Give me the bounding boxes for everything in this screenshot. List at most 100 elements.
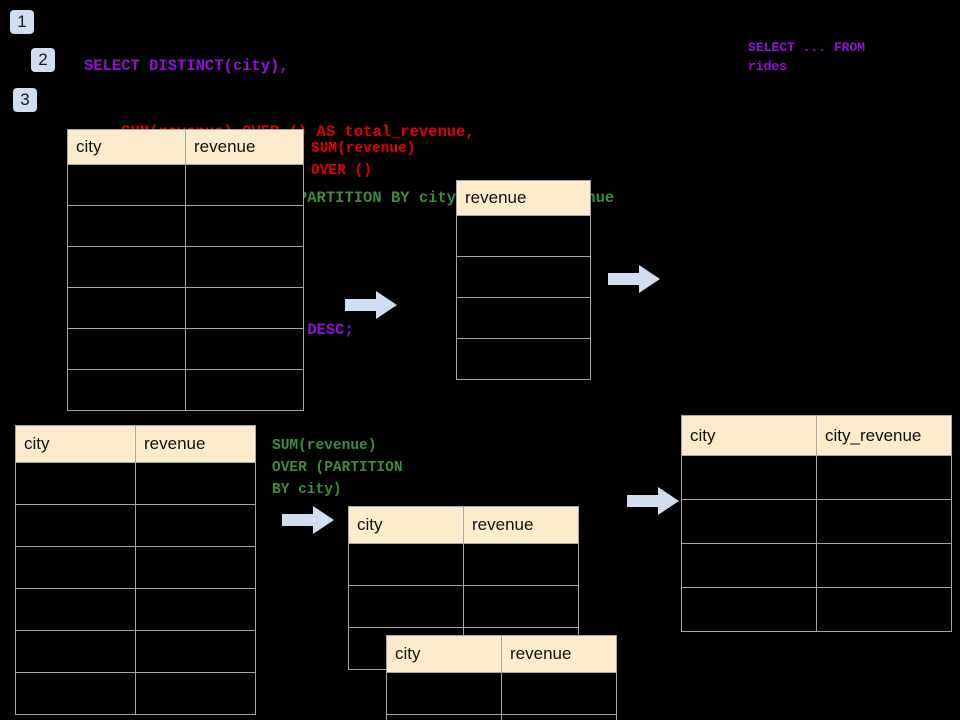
table-row (681, 455, 952, 500)
step-badge-1: 1 (10, 10, 34, 34)
table-row (681, 587, 952, 632)
column-header-city-revenue: city_revenue (816, 415, 952, 456)
column-header-city: city (67, 129, 186, 165)
table-cell (816, 455, 952, 500)
table-row (348, 585, 579, 628)
column-header-revenue: revenue (135, 425, 256, 463)
table-row (456, 338, 591, 380)
table-row (15, 546, 256, 589)
table-cell (456, 256, 591, 298)
table-header-row: city revenue (348, 506, 579, 544)
column-header-revenue: revenue (501, 635, 617, 673)
annotation-sum-over-empty: SUM(revenue) OVER () (311, 141, 416, 179)
table-cell (816, 499, 952, 544)
table-cell (135, 462, 256, 505)
table-header-row: city city_revenue (681, 415, 952, 456)
step-badge-3: 3 (13, 88, 37, 112)
table-row (348, 543, 579, 586)
table-cell (67, 328, 186, 370)
table-header-row: city revenue (15, 425, 256, 463)
table-cell (456, 297, 591, 339)
table-cell (135, 546, 256, 589)
table-cell (135, 504, 256, 547)
table-cell (185, 205, 304, 247)
table-cell (15, 546, 136, 589)
table-row (681, 499, 952, 544)
table-rides-source-bottom: city revenue (15, 425, 256, 715)
table-cell (501, 714, 617, 720)
table-cell (681, 455, 817, 500)
table-cell (15, 462, 136, 505)
table-cell (15, 630, 136, 673)
arrow-top-1 (345, 290, 397, 320)
column-header-revenue: revenue (463, 506, 579, 544)
table-row (15, 504, 256, 547)
table-row (15, 630, 256, 673)
column-header-revenue: revenue (456, 180, 591, 216)
table-header-row: revenue (456, 180, 591, 216)
annotation-sum-over-partition: SUM(revenue) OVER (PARTITION BY city) (272, 438, 403, 498)
table-cell (135, 630, 256, 673)
table-final-result: city city_revenue (681, 415, 952, 632)
table-cell (67, 369, 186, 411)
annotation-select-from: SELECT ... FROM rides (748, 40, 866, 74)
table-header-row: city revenue (386, 635, 617, 673)
table-cell (185, 369, 304, 411)
table-cell (681, 499, 817, 544)
arrow-bottom-1 (282, 505, 334, 535)
table-header-row: city revenue (67, 129, 304, 165)
table-partition-back: city revenue (348, 506, 579, 670)
table-row (456, 256, 591, 298)
table-row (67, 164, 304, 206)
table-row (67, 205, 304, 247)
table-cell (67, 287, 186, 329)
table-row (386, 714, 617, 720)
table-cell (67, 164, 186, 206)
table-row (386, 672, 617, 715)
table-cell (816, 587, 952, 632)
table-cell (501, 672, 617, 715)
table-partition-front: city revenue (386, 635, 617, 720)
table-cell (681, 587, 817, 632)
table-row (15, 462, 256, 505)
table-cell (185, 328, 304, 370)
table-cell (816, 543, 952, 588)
table-row (67, 246, 304, 288)
arrow-bottom-2 (627, 486, 679, 516)
column-header-city: city (348, 506, 464, 544)
table-cell (348, 585, 464, 628)
table-total-revenue: revenue (456, 180, 591, 380)
table-cell (456, 338, 591, 380)
table-row (681, 543, 952, 588)
column-header-city: city (681, 415, 817, 456)
table-cell (67, 246, 186, 288)
table-row (67, 369, 304, 411)
table-cell (463, 585, 579, 628)
table-cell (386, 672, 502, 715)
sql-line-select: SELECT DISTINCT(city), (84, 57, 289, 75)
step-badge-2: 2 (31, 48, 55, 72)
table-row (67, 287, 304, 329)
table-row (15, 672, 256, 715)
table-cell (463, 543, 579, 586)
table-cell (15, 672, 136, 715)
table-cell (185, 164, 304, 206)
table-cell (681, 543, 817, 588)
table-row (456, 215, 591, 257)
table-cell (185, 287, 304, 329)
column-header-city: city (15, 425, 136, 463)
table-cell (135, 588, 256, 631)
table-cell (67, 205, 186, 247)
table-cell (15, 504, 136, 547)
table-cell (348, 543, 464, 586)
arrow-top-2 (608, 264, 660, 294)
column-header-revenue: revenue (185, 129, 304, 165)
table-cell (386, 714, 502, 720)
table-cell (456, 215, 591, 257)
table-cell (135, 672, 256, 715)
table-rides-source-top: city revenue (67, 129, 304, 411)
column-header-city: city (386, 635, 502, 673)
table-row (456, 297, 591, 339)
table-cell (185, 246, 304, 288)
